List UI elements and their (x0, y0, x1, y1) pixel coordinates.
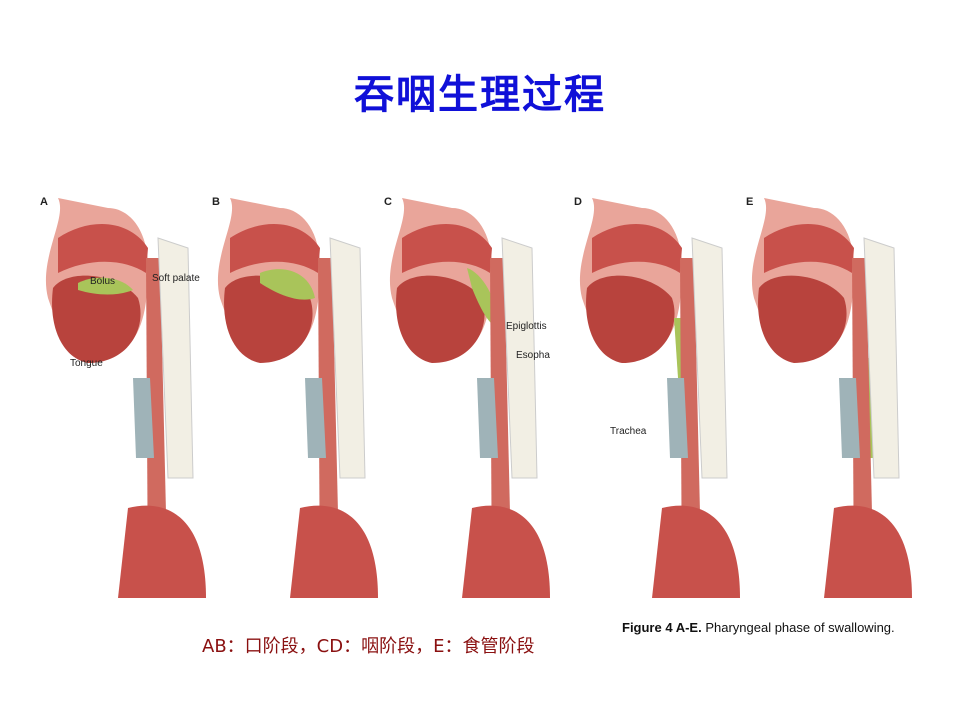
anatomy-illustration-e (751, 198, 912, 598)
panel-letter-a: A (40, 196, 48, 208)
panel-d: D Trachea (562, 178, 740, 598)
panel-letter-d: D (574, 196, 582, 208)
slide-caption: AB：口阶段，CD：咽阶段，E：食管阶段 (202, 636, 535, 657)
anatomy-illustration-b (217, 198, 378, 598)
anatomy-illustration-a (45, 198, 206, 598)
label-tongue: Tongue (70, 358, 103, 369)
panel-letter-e: E (746, 196, 754, 208)
figure-caption-text: Pharyngeal phase of swallowing. (701, 620, 895, 635)
panel-a: A Bolus Soft palate Tongue (28, 178, 206, 598)
figure-caption-bold: Figure 4 A-E. (622, 620, 702, 635)
label-bolus: Bolus (90, 276, 116, 287)
swallowing-figure: A Bolus Soft palate Tongue B (28, 178, 948, 598)
anatomy-illustration-d (579, 198, 740, 598)
label-trachea: Trachea (610, 426, 647, 437)
panel-letter-c: C (384, 196, 392, 208)
label-epiglottis: Epiglottis (506, 321, 547, 332)
panel-e: E (734, 178, 912, 598)
panel-c: C Epiglottis Esopha (372, 178, 550, 598)
slide-title: 吞咽生理过程 (354, 72, 606, 118)
label-esophagus: Esopha (516, 350, 550, 361)
figure-caption: Figure 4 A-E. Pharyngeal phase of swallo… (622, 620, 895, 635)
panel-b: B (200, 178, 378, 598)
anatomy-illustration-c (389, 198, 550, 598)
panel-letter-b: B (212, 196, 220, 208)
label-soft-palate: Soft palate (152, 273, 200, 284)
